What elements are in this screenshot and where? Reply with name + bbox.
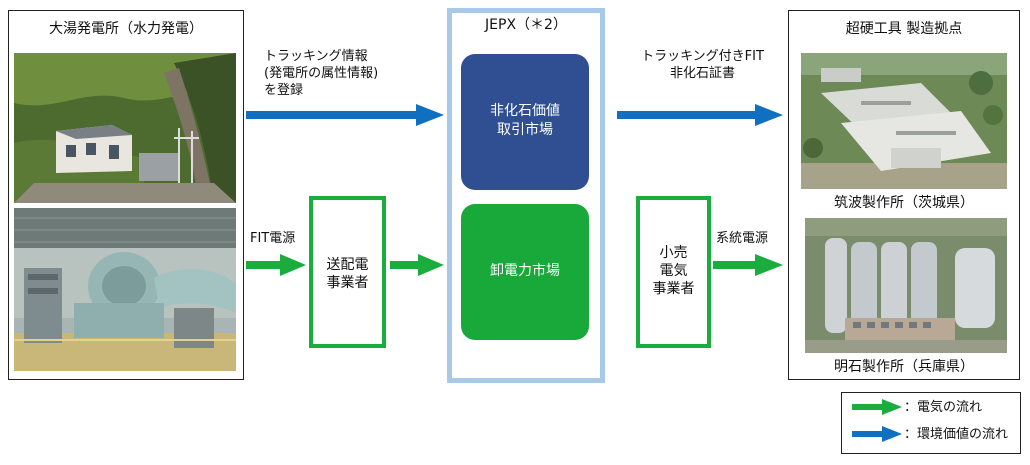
grid-power-arrow <box>713 254 783 276</box>
retail-operator-label-1: 小売 <box>659 245 688 261</box>
certificate-label-2: 非化石証書 <box>669 66 735 81</box>
jepx-title: JEPX（＊2） <box>485 17 567 33</box>
nonfossil-market-label-1: 非化石価値 <box>490 103 560 119</box>
tsukuba-plant-photo <box>801 53 1007 189</box>
tracking-info-arrow <box>246 104 444 126</box>
nonfossil-market-box <box>461 54 589 190</box>
legend-environmental-value-label: ：環境価値の流れ <box>904 427 1009 442</box>
certificate-label-1: トラッキング付きFIT <box>641 49 764 64</box>
retail-operator-label-3: 事業者 <box>652 281 695 297</box>
tracking-info-label-2: (発電所の属性情報) <box>264 66 379 81</box>
right-panel-title: 超硬工具 製造拠点 <box>845 21 963 37</box>
tracking-info-label-1: トラッキング情報 <box>264 49 368 64</box>
wholesale-market-box <box>461 204 589 340</box>
legend-electricity-arrow <box>852 399 902 415</box>
transmission-operator-label-1: 送配電 <box>326 257 369 273</box>
tsukuba-caption: 筑波製作所（茨城県） <box>834 195 974 211</box>
transmission-to-jepx-arrow <box>390 254 444 276</box>
akashi-caption: 明石製作所（兵庫県） <box>834 359 974 375</box>
left-panel <box>8 10 244 380</box>
wholesale-market-label: 卸電力市場 <box>490 263 560 279</box>
legend <box>841 392 1021 454</box>
nonfossil-market-label-2: 取引市場 <box>497 122 553 138</box>
akashi-plant-photo <box>805 218 1007 353</box>
tracking-info-label-3: を登録 <box>264 83 304 98</box>
legend-electricity-label: ：電気の流れ <box>904 400 983 415</box>
left-panel-title: 大湯発電所（水力発電） <box>49 21 203 37</box>
hydro-powerhouse-photo <box>14 53 236 203</box>
retail-operator-label-2: 電気 <box>659 263 688 279</box>
certificate-arrow <box>617 104 783 126</box>
grid-power-label: 系統電源 <box>716 231 769 246</box>
fit-power-label: FIT電源 <box>250 231 296 246</box>
legend-environmental-value-arrow <box>852 426 902 442</box>
turbine-hall-photo <box>14 208 236 371</box>
transmission-operator-label-2: 事業者 <box>326 275 369 291</box>
fit-power-arrow <box>246 254 306 276</box>
retail-operator-box <box>636 196 711 348</box>
jepx-container <box>447 8 605 383</box>
transmission-operator-box <box>309 196 386 348</box>
right-panel <box>788 10 1020 380</box>
